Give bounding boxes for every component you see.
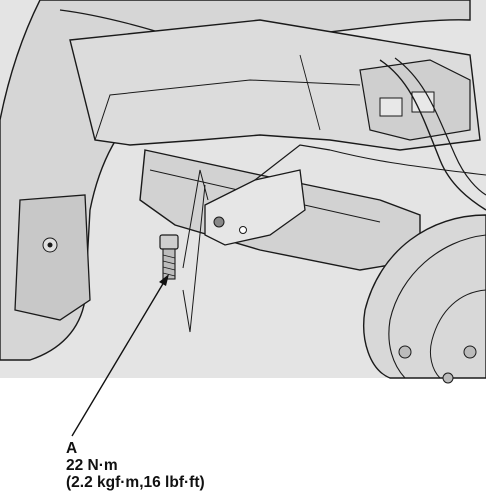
- drum-ring-inner: [429, 289, 486, 379]
- bolt-a: [159, 234, 179, 280]
- cable-lower: [329, 149, 486, 176]
- brake-line-1: [379, 59, 486, 211]
- side-panel: [14, 194, 91, 321]
- stabilizer-bracket: [204, 169, 306, 246]
- upper-frame-rib: [299, 54, 321, 131]
- bracket-bolt-hole: [213, 216, 225, 228]
- torque-spec-nm: 22 N·m: [66, 457, 118, 474]
- torque-callout: A 22 N·m (2.2 kgf·m,16 lbf·ft): [66, 440, 205, 491]
- torque-spec-alt: (2.2 kgf·m,16 lbf·ft): [66, 474, 205, 491]
- bracket-bolt-hole-2: [239, 226, 247, 234]
- upper-frame-edge: [94, 79, 361, 141]
- wheel-stud-1: [398, 345, 412, 359]
- wheel-stud-2: [463, 345, 477, 359]
- drum-ring: [388, 234, 486, 379]
- brake-line-2: [394, 57, 486, 196]
- callout-arrow-line: [71, 281, 165, 437]
- leader-line: [182, 169, 209, 269]
- wheel-stud-3: [442, 372, 454, 384]
- side-panel-clip-center: [47, 242, 53, 248]
- bracket-arm: [254, 144, 331, 181]
- callout-label: A: [66, 440, 78, 457]
- brake-drum: [363, 214, 486, 379]
- callout-arrowhead: [159, 274, 169, 286]
- leader-line-2: [182, 184, 206, 333]
- bracket-block-1: [379, 97, 403, 117]
